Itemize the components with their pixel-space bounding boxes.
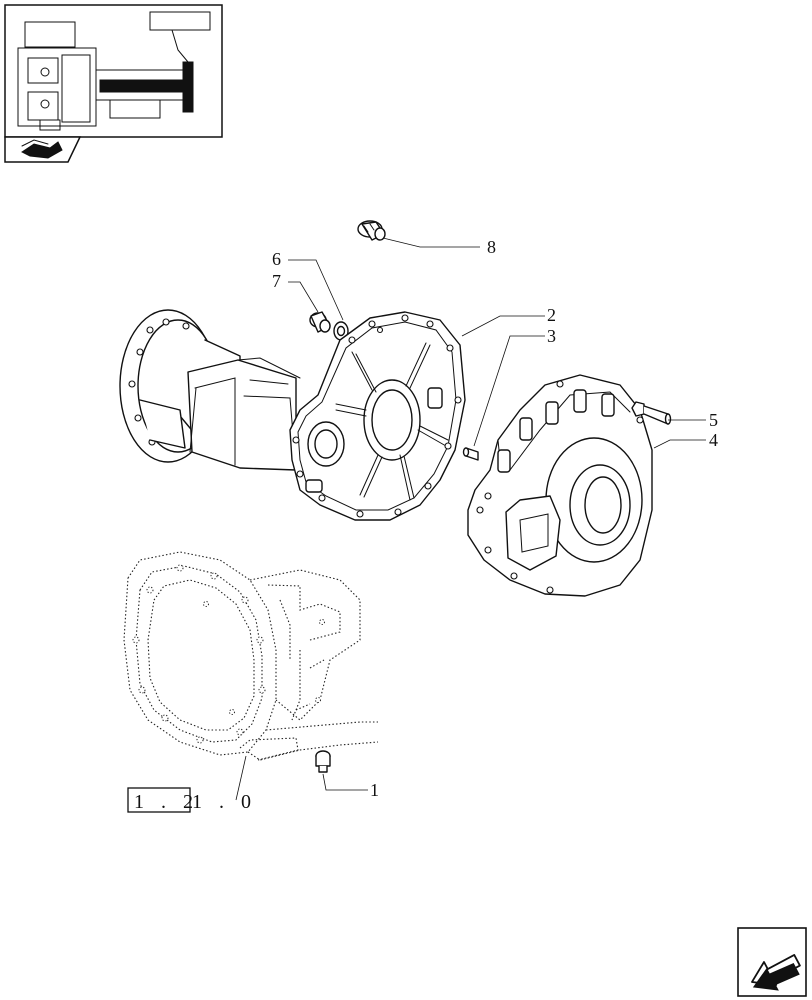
callout-3: 3 [547, 326, 556, 346]
book-icon[interactable] [4, 136, 82, 163]
callout-6: 6 [272, 249, 281, 269]
leader-4 [653, 439, 706, 449]
reference-label-rest: 1 . 0 [192, 791, 257, 813]
callout-1: 1 [370, 780, 379, 800]
leader-3 [473, 335, 545, 447]
part-3-dowel-pin[interactable] [462, 447, 479, 461]
leader-1 [322, 773, 368, 791]
callout-5: 5 [709, 410, 718, 430]
part-5-bolt[interactable] [631, 401, 672, 425]
part-1-drain-plug[interactable] [315, 750, 331, 773]
part-2-center-housing[interactable] [289, 311, 466, 521]
callout-8: 8 [487, 237, 496, 257]
callout-4: 4 [709, 430, 718, 450]
callout-2: 2 [547, 305, 556, 325]
leader-6 [288, 259, 344, 321]
reference-label[interactable]: 1 . 2 1 . 0 [127, 787, 257, 813]
leader-2 [461, 315, 545, 337]
reference-transmission-housing [123, 551, 379, 761]
leader-8 [382, 237, 480, 248]
callout-7: 7 [272, 271, 281, 291]
part-8-plug[interactable] [357, 220, 386, 241]
reference-label-boxed: 1 . 2 [134, 791, 199, 813]
axle-trumpet-housing[interactable] [119, 309, 301, 471]
leader-7 [288, 281, 319, 313]
part-4-cover-housing[interactable] [467, 374, 653, 597]
part-7-plug[interactable] [309, 311, 331, 333]
leader-reference [235, 755, 247, 801]
overview-thumbnail[interactable] [4, 4, 223, 138]
next-page-arrow-icon[interactable] [737, 927, 807, 999]
